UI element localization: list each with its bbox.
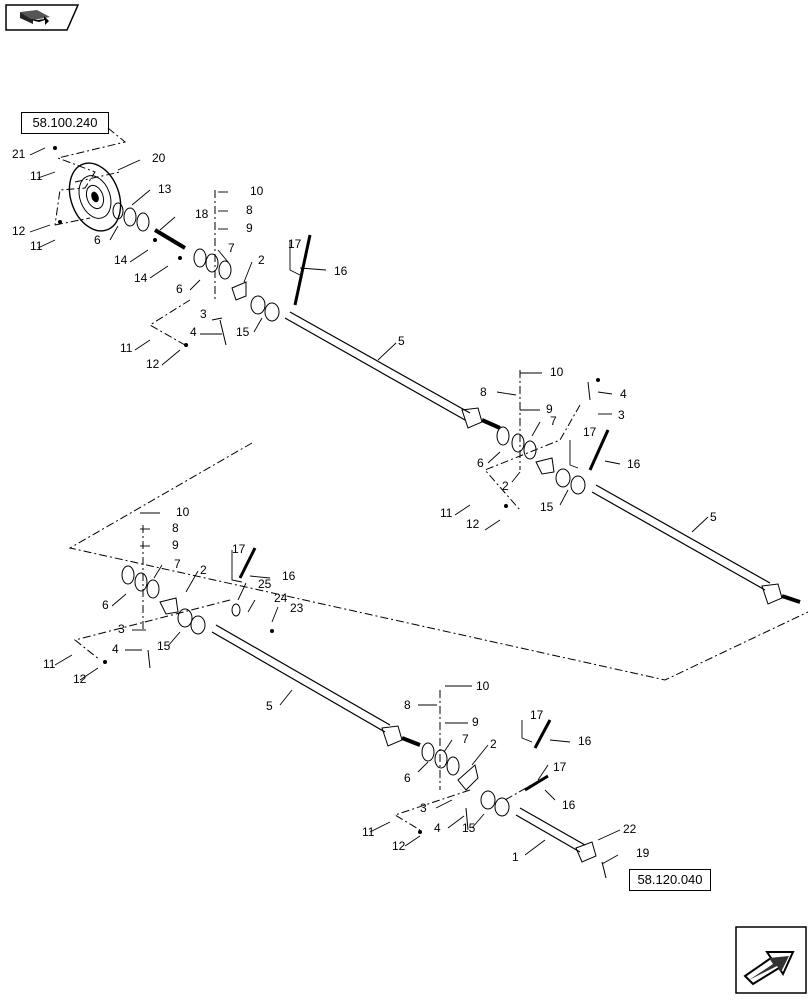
reference-label-top[interactable]: 58.100.240 bbox=[21, 112, 109, 134]
callout-number: 3 bbox=[618, 408, 625, 422]
callout-number: 15 bbox=[462, 821, 476, 835]
callout-number: 14 bbox=[134, 271, 148, 285]
callout-number: 7 bbox=[550, 414, 557, 428]
callout-number: 8 bbox=[172, 521, 179, 535]
callout-number: 16 bbox=[282, 569, 296, 583]
callout-number: 2 bbox=[490, 737, 497, 751]
callout-number: 8 bbox=[404, 698, 411, 712]
callout-number: 23 bbox=[290, 601, 304, 615]
shaft-assembly-2 bbox=[496, 381, 801, 605]
shaft-assembly-1 bbox=[112, 202, 501, 430]
callout-number: 2 bbox=[200, 563, 207, 577]
callout-number: 11 bbox=[440, 506, 453, 520]
callout-number: 1 bbox=[512, 850, 519, 864]
callout-number: 20 bbox=[152, 151, 166, 165]
flywheel-disc bbox=[68, 162, 122, 232]
callout-number: 4 bbox=[190, 325, 197, 339]
callout-number: 18 bbox=[195, 207, 209, 221]
callout-number: 17 bbox=[288, 237, 302, 251]
callout-number: 17 bbox=[583, 425, 597, 439]
callout-number: 7 bbox=[228, 241, 235, 255]
callout-number: 11 bbox=[30, 239, 43, 253]
shaft-assembly-4 bbox=[421, 719, 607, 879]
callout-number: 10 bbox=[250, 184, 264, 198]
reference-label-bottom[interactable]: 58.120.040 bbox=[629, 869, 711, 891]
callout-number: 12 bbox=[392, 839, 406, 853]
callout-number: 22 bbox=[623, 822, 637, 836]
callout-number: 2 bbox=[258, 253, 265, 267]
callout-number: 6 bbox=[94, 233, 101, 247]
shaft-assembly-3 bbox=[121, 547, 421, 747]
callout-number: 13 bbox=[158, 182, 172, 196]
callout-number: 25 bbox=[258, 577, 272, 591]
callout-number: 8 bbox=[480, 385, 487, 399]
callout-number: 6 bbox=[102, 598, 109, 612]
callout-number: 7 bbox=[174, 557, 181, 571]
callout-number: 17 bbox=[553, 760, 567, 774]
fastener-dots bbox=[53, 146, 600, 834]
callout-number: 8 bbox=[246, 203, 253, 217]
callout-number: 12 bbox=[12, 224, 26, 238]
callout-number: 11 bbox=[43, 657, 56, 671]
callout-number: 15 bbox=[540, 500, 554, 514]
callout-number: 3 bbox=[200, 307, 207, 321]
callout-number: 12 bbox=[73, 672, 87, 686]
callout-number: 16 bbox=[562, 798, 576, 812]
callout-number: 16 bbox=[627, 457, 641, 471]
callout-number: 9 bbox=[246, 221, 253, 235]
callout-number: 11 bbox=[362, 825, 375, 839]
callout-number: 9 bbox=[472, 715, 479, 729]
callout-number: 3 bbox=[118, 622, 125, 636]
callout-number: 19 bbox=[636, 846, 650, 860]
callout-numbers: 21 11 20 12 11 13 18 10 8 9 6 14 14 7 6 … bbox=[12, 147, 717, 864]
callout-number: 10 bbox=[176, 505, 190, 519]
callout-number: 5 bbox=[266, 699, 273, 713]
callout-number: 11 bbox=[120, 341, 133, 355]
callout-number: 11 bbox=[30, 169, 43, 183]
leader-lines bbox=[29, 147, 709, 865]
callout-number: 10 bbox=[550, 365, 564, 379]
callout-number: 2 bbox=[502, 479, 509, 493]
callout-number: 9 bbox=[172, 538, 179, 552]
callout-number: 14 bbox=[114, 253, 128, 267]
construction-lines bbox=[54, 127, 809, 831]
callout-number: 3 bbox=[420, 801, 427, 815]
book-arrow-icon[interactable] bbox=[5, 4, 80, 31]
callout-number: 12 bbox=[466, 517, 480, 531]
callout-number: 15 bbox=[236, 325, 250, 339]
next-page-arrow-icon[interactable] bbox=[735, 926, 807, 994]
callout-number: 10 bbox=[476, 679, 490, 693]
callout-number: 4 bbox=[620, 387, 627, 401]
callout-number: 7 bbox=[462, 732, 469, 746]
callout-number: 4 bbox=[434, 821, 441, 835]
callout-number: 4 bbox=[112, 642, 119, 656]
callout-number: 16 bbox=[334, 264, 348, 278]
callout-number: 5 bbox=[398, 334, 405, 348]
callout-number: 17 bbox=[530, 708, 544, 722]
callout-number: 16 bbox=[578, 734, 592, 748]
callout-number: 5 bbox=[710, 510, 717, 524]
callout-number: 15 bbox=[157, 639, 171, 653]
callout-number: 6 bbox=[176, 282, 183, 296]
callout-number: 24 bbox=[274, 591, 288, 605]
callout-number: 6 bbox=[477, 456, 484, 470]
callout-number: 12 bbox=[146, 357, 160, 371]
callout-number: 9 bbox=[546, 402, 553, 416]
callout-number: 21 bbox=[12, 147, 26, 161]
callout-number: 6 bbox=[404, 771, 411, 785]
callout-number: 17 bbox=[232, 542, 246, 556]
